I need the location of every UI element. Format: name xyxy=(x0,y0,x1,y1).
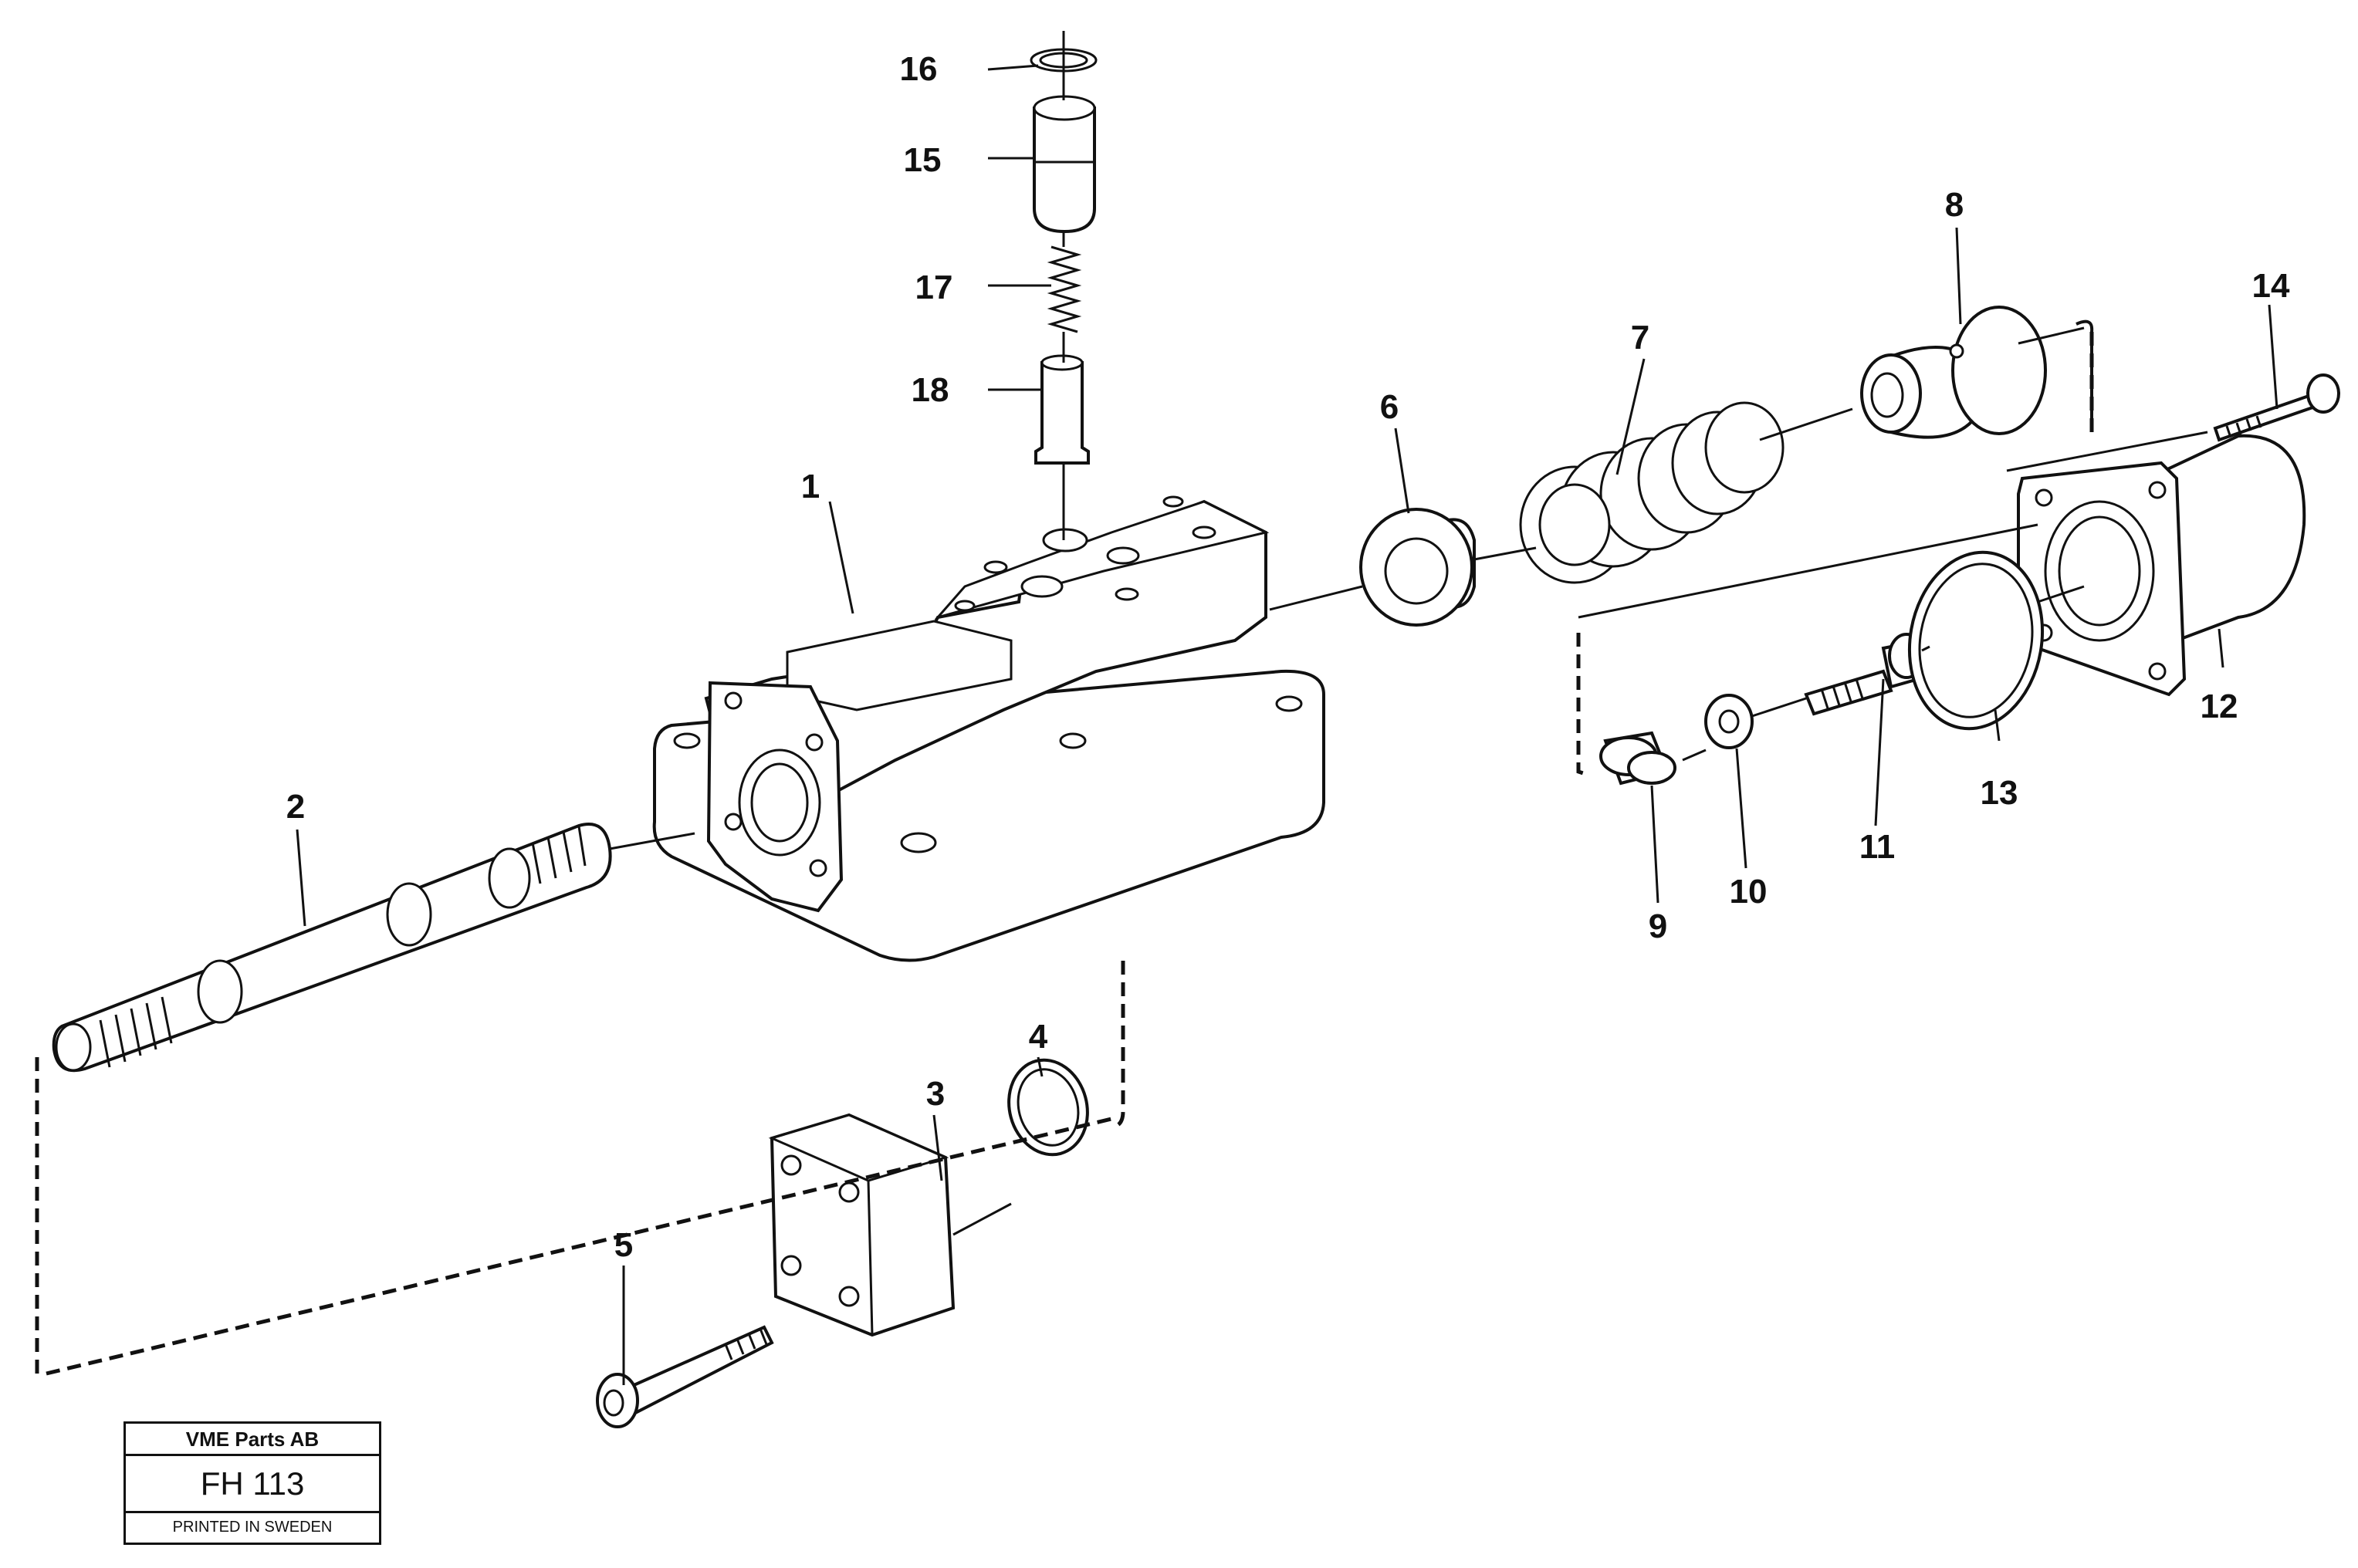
callout-16: 16 xyxy=(900,50,938,88)
callout-6: 6 xyxy=(1380,388,1399,426)
washer-10 xyxy=(1704,694,1754,749)
callout-4: 4 xyxy=(1029,1018,1048,1056)
callout-12: 12 xyxy=(2201,688,2238,725)
callout-9: 9 xyxy=(1649,907,1667,945)
callout-13: 13 xyxy=(1981,774,2018,812)
bolt-14 xyxy=(2213,373,2340,442)
callout-5: 5 xyxy=(614,1226,633,1264)
title-stamp: VME Parts AB FH 113 PRINTED IN SWEDEN xyxy=(123,1421,381,1545)
end-cover xyxy=(768,1113,956,1337)
stamp-drawing-code: FH 113 xyxy=(126,1456,379,1513)
end-cap-housing-12 xyxy=(2017,434,2306,697)
callout-3: 3 xyxy=(926,1075,945,1113)
callout-1: 1 xyxy=(801,468,820,505)
stamp-company: VME Parts AB xyxy=(126,1424,379,1456)
callout-14: 14 xyxy=(2252,267,2290,305)
callout-11: 11 xyxy=(1859,828,1896,866)
callout-8: 8 xyxy=(1945,186,1964,224)
o-ring-4 xyxy=(1007,1058,1089,1157)
spring-seat-6 xyxy=(1359,508,1476,627)
dashed-indicator-lines xyxy=(35,319,2094,1376)
valve-plug-15 xyxy=(1033,95,1096,234)
cap-screw-5 xyxy=(596,1325,774,1428)
gasket-13 xyxy=(1907,550,2045,731)
coil-spring-7 xyxy=(1519,401,1785,584)
stamp-printed-note: PRINTED IN SWEDEN xyxy=(172,1519,333,1536)
leader-lines xyxy=(296,64,2278,1385)
callout-10: 10 xyxy=(1730,873,1768,911)
spool xyxy=(52,823,612,1073)
callout-15: 15 xyxy=(904,141,942,179)
assembly-axis-lines xyxy=(609,31,2208,1236)
sleeve-18 xyxy=(1034,354,1090,465)
sleeve-9 xyxy=(1599,731,1676,786)
callout-7: 7 xyxy=(1631,319,1649,357)
callout-17: 17 xyxy=(915,269,953,306)
spring-17 xyxy=(1047,245,1082,333)
spring-retainer-8 xyxy=(1860,306,2047,439)
callout-labels: 1 2 3 4 5 6 7 8 9 10 11 12 13 14 15 16 1… xyxy=(286,50,2290,1264)
valve-housing xyxy=(652,495,1325,962)
plug-11 xyxy=(1804,633,1925,716)
callout-2: 2 xyxy=(286,788,305,826)
callout-18: 18 xyxy=(912,371,949,409)
